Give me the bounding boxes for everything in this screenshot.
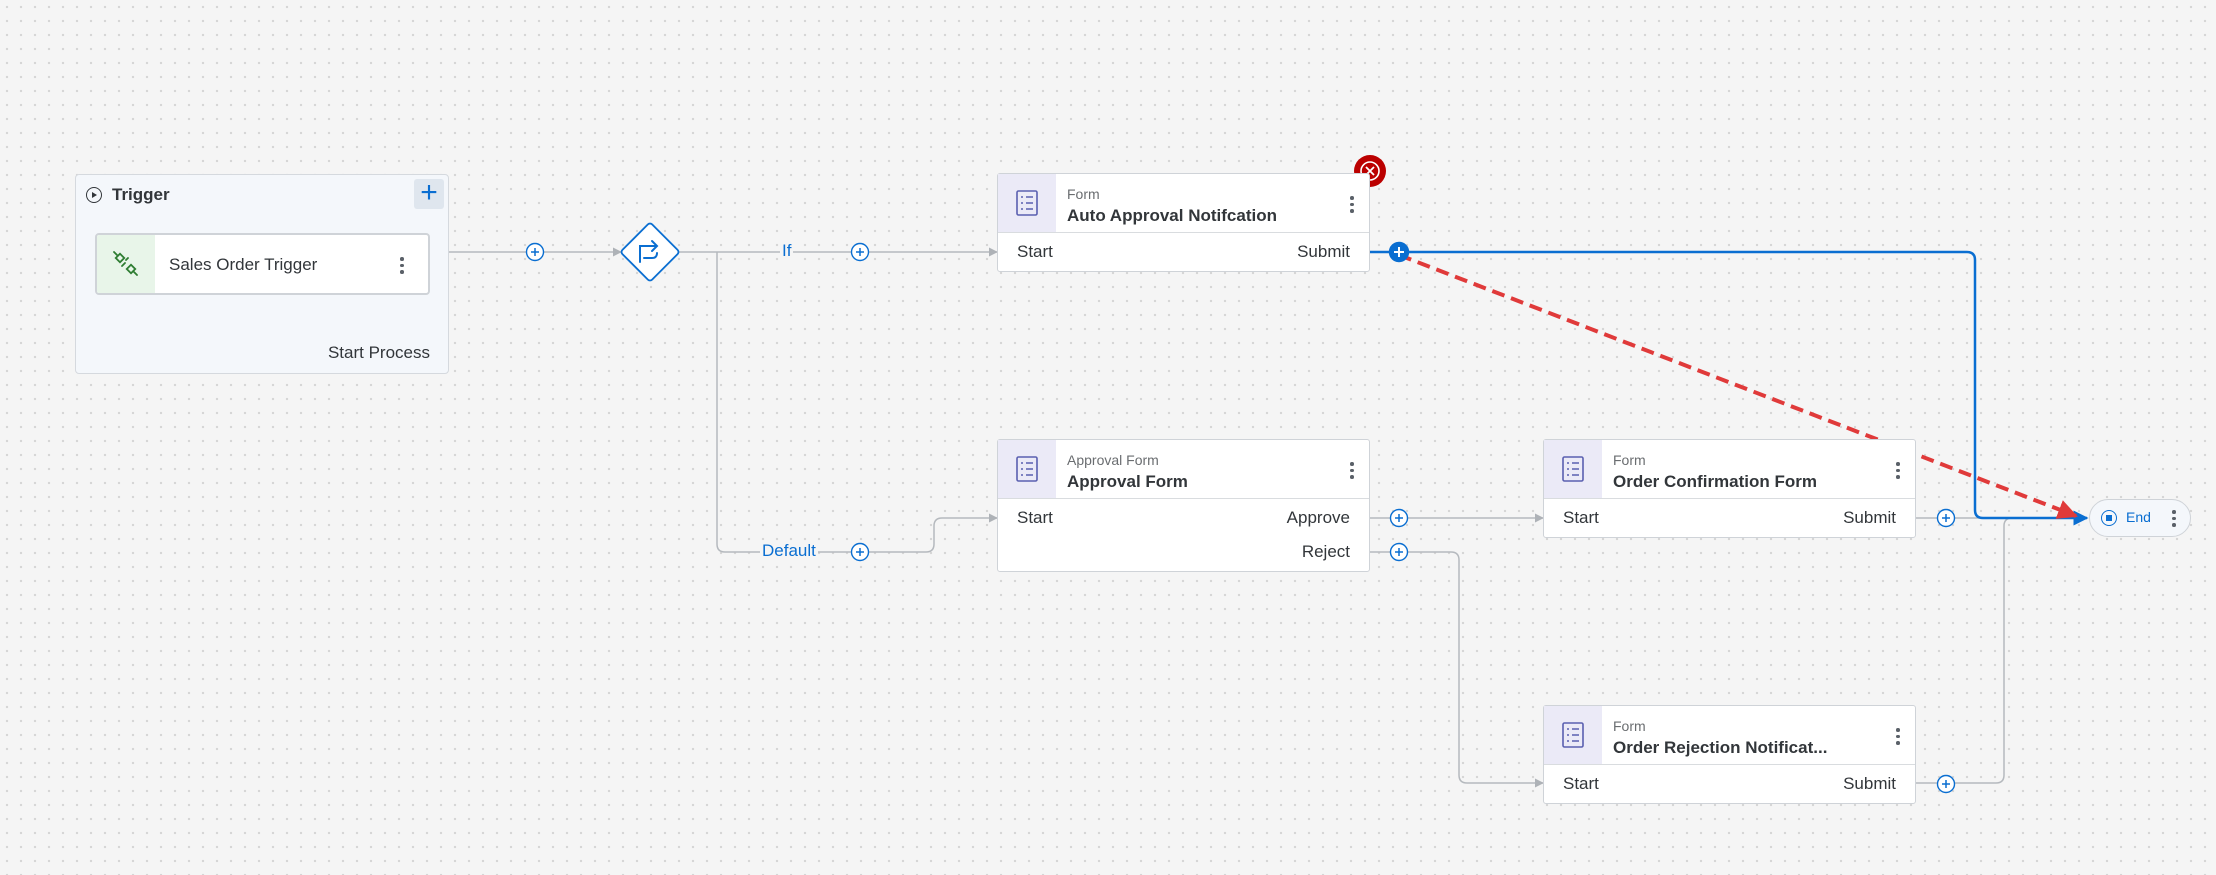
port-start: Start: [1563, 774, 1599, 793]
kebab-icon[interactable]: [1896, 462, 1900, 482]
node-title: Auto Approval Notifcation: [1067, 206, 1277, 225]
port-start: Start: [1017, 242, 1053, 261]
edge-label-if[interactable]: If: [780, 241, 794, 261]
add-connection-icon[interactable]: [1388, 241, 1410, 263]
node-type: Approval Form: [1067, 452, 1159, 468]
add-step-button[interactable]: [850, 542, 870, 562]
form-icon: [1544, 706, 1602, 764]
node-order-rejection-notification[interactable]: Form Order Rejection Notificat... Start …: [1543, 705, 1916, 804]
kebab-icon[interactable]: [1350, 196, 1354, 216]
node-title: Order Rejection Notificat...: [1613, 738, 1828, 757]
port-submit[interactable]: Submit: [1843, 774, 1896, 793]
divider: [1544, 498, 1915, 499]
node-auto-approval-notification[interactable]: Form Auto Approval Notifcation Start Sub…: [997, 173, 1370, 272]
add-step-button[interactable]: [1389, 542, 1409, 562]
kebab-icon[interactable]: [2172, 510, 2176, 530]
end-event[interactable]: End: [2089, 499, 2191, 537]
node-order-confirmation-form[interactable]: Form Order Confirmation Form Start Submi…: [1543, 439, 1916, 538]
stop-icon: [2101, 510, 2117, 526]
sales-order-trigger-card[interactable]: Sales Order Trigger: [95, 233, 430, 295]
play-icon: [86, 187, 102, 203]
kebab-icon[interactable]: [400, 257, 404, 277]
edge-rejection-end: [1916, 517, 2013, 784]
add-trigger-button[interactable]: +: [414, 178, 444, 209]
trigger-footer: Start Process: [327, 343, 430, 362]
port-submit[interactable]: Submit: [1297, 242, 1350, 261]
edge-auto-approval-end[interactable]: [1370, 250, 2089, 526]
trigger-header: Trigger: [86, 185, 170, 205]
divider: [998, 232, 1369, 233]
exclusive-gateway[interactable]: [620, 222, 680, 282]
form-icon: [1544, 440, 1602, 498]
edge-reject-rejection: [1369, 551, 1544, 788]
end-label: End: [2126, 509, 2151, 525]
node-type: Form: [1613, 452, 1646, 468]
add-step-button[interactable]: [1389, 508, 1409, 528]
trigger-title: Trigger: [112, 185, 170, 204]
port-start: Start: [1563, 508, 1599, 527]
divider: [1544, 764, 1915, 765]
port-reject[interactable]: Reject: [1301, 542, 1350, 561]
kebab-icon[interactable]: [1896, 728, 1900, 748]
add-step-button[interactable]: [850, 242, 870, 262]
node-type: Form: [1067, 186, 1100, 202]
kebab-icon[interactable]: [1350, 462, 1354, 482]
node-approval-form[interactable]: Approval Form Approval Form Start Approv…: [997, 439, 1370, 572]
annotation-arrow: [1398, 253, 2078, 519]
divider: [998, 498, 1369, 499]
edge-gateway-default: [716, 252, 998, 553]
edge-label-default[interactable]: Default: [760, 541, 818, 561]
node-title: Approval Form: [1067, 472, 1188, 491]
port-start: Start: [1017, 508, 1053, 527]
add-step-button[interactable]: [1936, 508, 1956, 528]
branch-icon: [639, 240, 659, 263]
add-step-button[interactable]: [1936, 774, 1956, 794]
form-icon: [998, 440, 1056, 498]
node-title: Order Confirmation Form: [1613, 472, 1818, 491]
trigger-card-label: Sales Order Trigger: [169, 255, 318, 274]
form-icon: [998, 174, 1056, 232]
trigger-panel[interactable]: Trigger + Sales Order Trigger Start Proc…: [75, 174, 449, 374]
connection-icon: [97, 235, 155, 293]
port-submit[interactable]: Submit: [1843, 508, 1896, 527]
node-type: Form: [1613, 718, 1646, 734]
add-step-button[interactable]: [525, 242, 545, 262]
port-approve[interactable]: Approve: [1286, 508, 1350, 527]
